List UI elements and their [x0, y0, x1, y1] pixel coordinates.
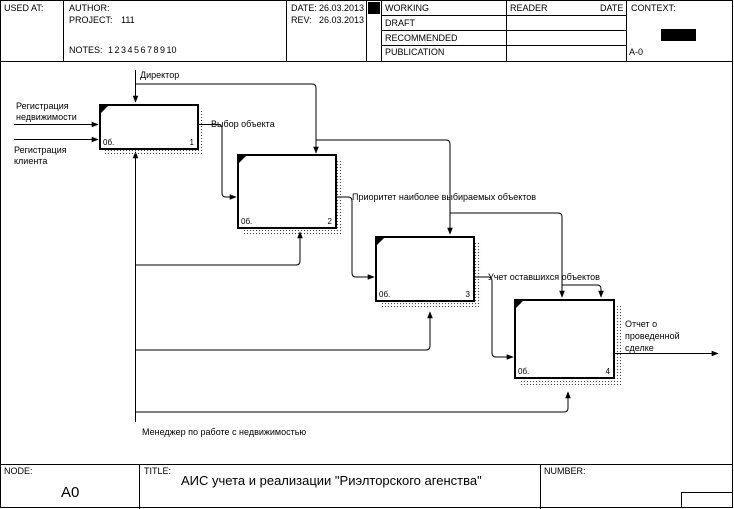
box-code: 0б. — [518, 367, 530, 376]
box-notch — [101, 106, 108, 113]
box-notch — [239, 156, 246, 163]
box-number: 2 — [327, 217, 332, 226]
project-label: PROJECT: — [69, 15, 113, 25]
input-label-client: Регистрация клиента — [14, 145, 67, 166]
status-recommended: RECOMMENDED — [385, 33, 458, 43]
arrow-label-priority: Приоритет наиболее выбираемых объектов — [352, 192, 537, 202]
author-label: AUTHOR: — [69, 3, 110, 13]
arrow-label-remaining: Учет оставшихся объектов — [488, 272, 600, 282]
output-label-report: Отчет о проведенной сделке — [625, 319, 680, 353]
diagram-title: АИС учета и реализации "Риэлторского аге… — [181, 473, 482, 488]
activity-box-1[interactable]: 0б. 1 — [99, 104, 199, 150]
activity-box-2[interactable]: 0б. 2 — [237, 154, 337, 229]
reader-label: READER — [510, 3, 548, 13]
activity-box-4[interactable]: 0б. 4 — [514, 299, 615, 379]
box-code: 0б. — [241, 217, 253, 226]
mechanism-label-manager: Менеджер по работе с недвижимостью — [142, 427, 307, 437]
box-code: 0б. — [379, 290, 391, 299]
control-label-director: Директор — [140, 70, 180, 80]
notes-value: 1 2 3 4 5 6 7 8 9 10 — [108, 45, 177, 55]
working-indicator — [368, 2, 380, 14]
node-label: NODE: — [4, 466, 33, 476]
context-label: CONTEXT: — [631, 3, 676, 13]
notes-label: NOTES: — [69, 45, 103, 55]
title-label: TITLE: — [144, 466, 172, 476]
status-publication: PUBLICATION — [385, 47, 445, 57]
box-code: 0б. — [103, 138, 115, 147]
status-working: WORKING — [385, 3, 429, 13]
number-label: NUMBER: — [544, 466, 586, 476]
node-value: A0 — [61, 484, 80, 501]
box-notch — [377, 238, 384, 245]
status-draft: DRAFT — [385, 18, 415, 28]
box-number: 3 — [465, 290, 470, 299]
activity-box-3[interactable]: 0б. 3 — [375, 236, 475, 302]
project-value: 111 — [121, 15, 135, 25]
rev-label: REV: — [291, 15, 312, 25]
used-at-label: USED AT: — [4, 3, 44, 13]
arrow-label-object-choice: Выбор объекта — [211, 119, 275, 129]
input-label-property: Регистрация недвижимости — [16, 101, 77, 122]
date-label: DATE: — [291, 3, 317, 13]
rev-value: 26.03.2013 — [319, 15, 365, 25]
context-thumbnail — [661, 29, 696, 41]
box-number: 4 — [605, 367, 610, 376]
date-value: 26.03.2013 — [319, 3, 365, 13]
box-notch — [516, 301, 523, 308]
box-number: 1 — [189, 138, 194, 147]
reader-date-label: DATE — [600, 3, 624, 13]
context-node: A-0 — [629, 47, 644, 57]
